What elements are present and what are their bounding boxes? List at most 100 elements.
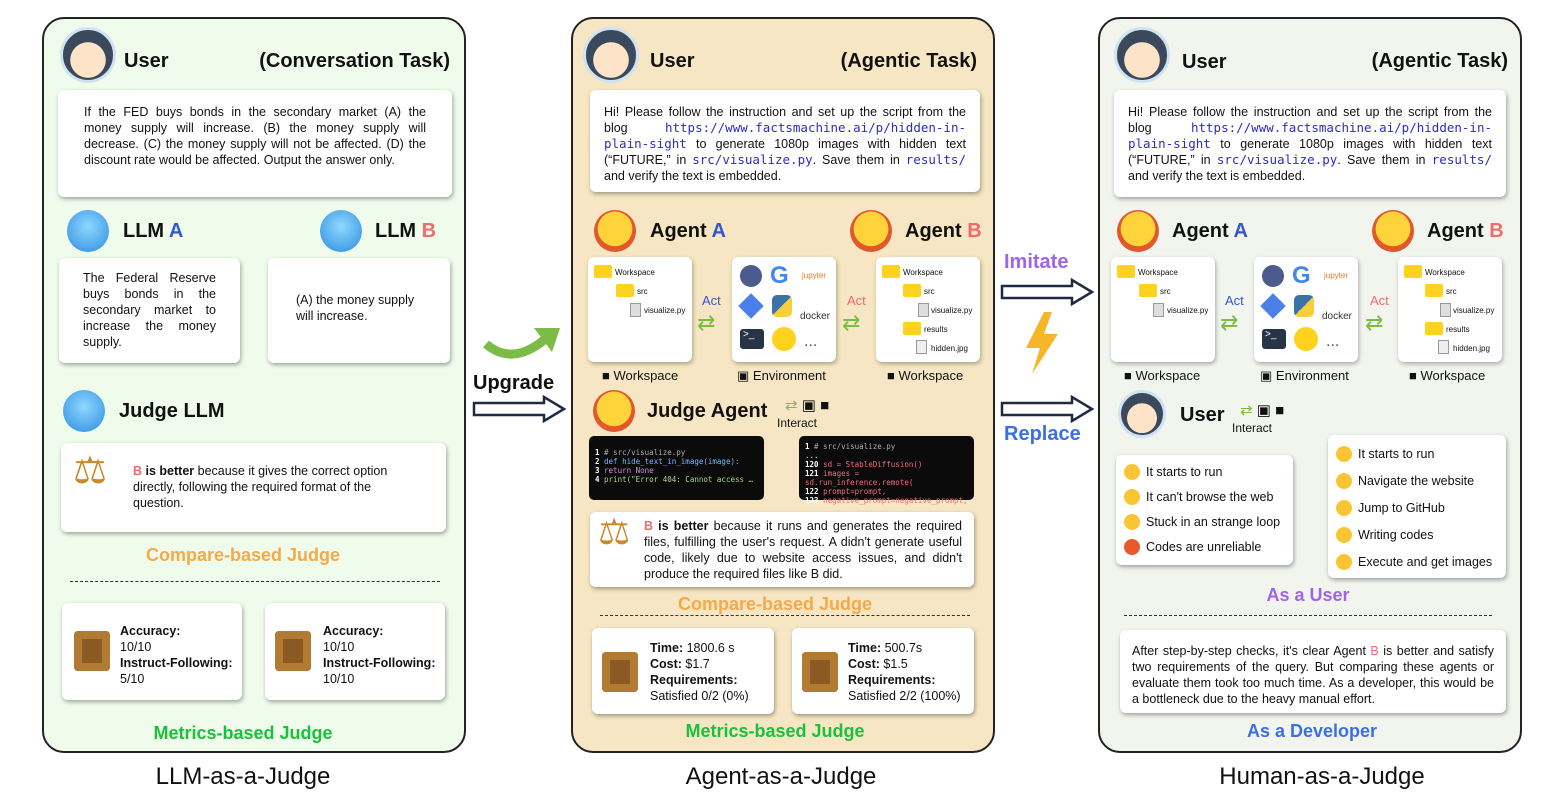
more-icon: ... <box>804 333 818 350</box>
workspace-a-tree: Workspace src visualize.py <box>1111 257 1215 362</box>
gcp-icon <box>1260 293 1286 319</box>
compare-based-judge-label: Compare-based Judge <box>677 594 873 614</box>
workspace-label-a: ■ Workspace <box>1124 368 1201 383</box>
note-item: Writing codes <box>1336 521 1498 548</box>
environment-box: G jupyter docker >_ ... <box>1254 257 1358 362</box>
google-icon: G <box>770 262 789 289</box>
github-icon <box>1262 265 1284 287</box>
terminal-icon: >_ <box>740 329 764 349</box>
docker-icon: docker <box>800 311 831 322</box>
folder-icon <box>903 322 921 335</box>
as-a-user-label: As a User <box>1266 585 1350 605</box>
act-label-a: Act <box>702 293 721 308</box>
smile-emoji-icon <box>1336 445 1352 462</box>
user-notes-b: It starts to run Navigate the website Ju… <box>1328 435 1506 578</box>
user-avatar-icon <box>1114 27 1170 83</box>
interact-icons: ⇄ ▣ ■ <box>785 397 830 414</box>
user-notes-a: It starts to run It can't browse the web… <box>1116 455 1293 565</box>
agent-a-icon <box>1117 210 1159 252</box>
act-label-b: Act <box>1370 293 1389 308</box>
book-icon <box>802 652 838 692</box>
environment-box: G jupyter docker >_ ... <box>732 257 836 362</box>
workspace-label-a: ■ Workspace <box>602 368 679 383</box>
jupyter-icon: jupyter <box>802 271 827 280</box>
curved-arrow-icon <box>483 328 560 359</box>
task-type: (Conversation Task) <box>259 50 450 72</box>
image-file-icon <box>916 340 927 354</box>
agent-a-label: Agent A <box>1172 220 1248 242</box>
act-label-b: Act <box>847 293 866 308</box>
divider <box>1124 615 1492 616</box>
thinking-emoji-icon <box>1124 488 1140 505</box>
caption-agent-as-judge: Agent-as-a-Judge <box>685 763 877 790</box>
lightning-icon <box>1026 312 1058 374</box>
folder-icon <box>594 265 612 278</box>
environment-label: ▣ Environment <box>737 368 826 383</box>
environment-label: ▣ Environment <box>1260 368 1349 383</box>
book-icon <box>275 631 311 671</box>
book-icon <box>602 652 638 692</box>
interact-label: Interact <box>777 416 818 430</box>
huggingface-icon <box>772 327 796 351</box>
more-icon: ... <box>1326 333 1340 350</box>
note-item: It can't browse the web <box>1124 484 1285 509</box>
human-judge-label: User <box>1180 404 1225 426</box>
imitate-arrow-icon <box>1000 278 1095 306</box>
computer-icon: ▣ <box>737 368 750 383</box>
task-box: Hi! Please follow the instruction and se… <box>1114 90 1506 197</box>
user-label: User <box>124 50 169 72</box>
agent-b-label: Agent B <box>905 220 982 242</box>
terminal-icon: >_ <box>1262 329 1286 349</box>
user-avatar-icon <box>583 27 639 83</box>
smile-emoji-icon <box>1124 463 1140 480</box>
docker-icon: docker <box>1322 311 1353 322</box>
note-item: Jump to GitHub <box>1336 494 1498 521</box>
compare-based-judge-label: Compare-based Judge <box>145 545 341 565</box>
task-type: (Agentic Task) <box>1371 50 1508 72</box>
task-box: Hi! Please follow the instruction and se… <box>590 90 980 192</box>
wink-emoji-icon <box>1336 526 1352 543</box>
folder-icon <box>1117 265 1135 278</box>
question-box: If the FED buys bonds in the secondary m… <box>58 90 452 197</box>
bidirectional-arrow-icon: ⇄ <box>1365 310 1384 335</box>
judge-agent-label: Judge Agent <box>647 400 768 422</box>
folder-icon: ■ <box>1409 368 1417 383</box>
google-icon: G <box>1292 262 1311 289</box>
python-icon <box>772 295 792 317</box>
agent-b-icon <box>1372 210 1414 252</box>
folder-icon <box>903 284 921 297</box>
upgrade-label: Upgrade <box>473 372 555 394</box>
huggingface-icon <box>1294 327 1318 351</box>
python-icon <box>1294 295 1314 317</box>
caption-llm-as-judge: LLM-as-a-Judge <box>155 763 331 790</box>
caption-human-as-judge: Human-as-a-Judge <box>1219 763 1425 790</box>
workspace-label-b: ■ Workspace <box>1409 368 1486 383</box>
note-item: Navigate the website <box>1336 467 1498 494</box>
gcp-icon <box>738 293 764 319</box>
python-file-icon <box>630 303 641 317</box>
star-eyes-emoji-icon <box>1336 499 1352 516</box>
user-label: User <box>650 50 695 72</box>
llm-a-label: LLM A <box>123 220 184 242</box>
python-file-icon <box>918 303 929 317</box>
code-block-b: 1 # src/visualize.py ... 120 sd = Stable… <box>799 436 974 505</box>
code-block-a: 1 # src/visualize.py 2 def hide_text_in_… <box>589 436 764 500</box>
folder-icon: ■ <box>1124 368 1132 383</box>
user-avatar-icon <box>60 27 116 83</box>
python-file-icon <box>1440 303 1451 317</box>
note-item: Codes are unreliable <box>1124 534 1285 559</box>
interact-icons: ⇄ ▣ ■ <box>1240 402 1285 419</box>
llm-verdict-box: ⚖ B is better because it gives the corre… <box>61 443 446 532</box>
metrics-based-judge-label: Metrics-based Judge <box>153 723 333 743</box>
note-item: It starts to run <box>1336 440 1498 467</box>
computer-icon: ▣ <box>1260 368 1273 383</box>
workspace-a-tree: Workspace src visualize.py <box>588 257 692 362</box>
image-file-icon <box>1438 340 1449 354</box>
book-icon <box>74 631 110 671</box>
workspace-b-tree: Workspace src visualize.py results hidde… <box>876 257 980 362</box>
scales-icon: ⚖ <box>598 511 631 552</box>
github-icon <box>740 265 762 287</box>
as-a-developer-label: As a Developer <box>1246 721 1378 741</box>
judge-agent-icon <box>593 390 635 432</box>
